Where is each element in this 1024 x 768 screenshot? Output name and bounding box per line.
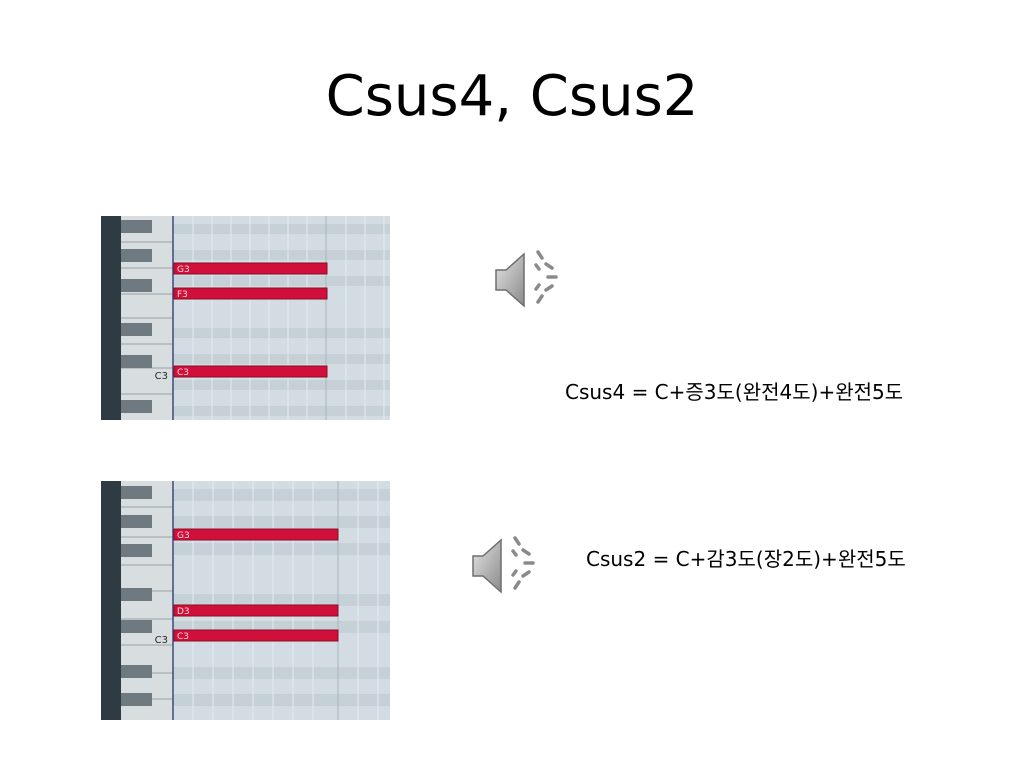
note-f3[interactable]: F3	[173, 287, 328, 300]
note-label: G3	[177, 265, 190, 275]
note-g3[interactable]: G3	[173, 528, 339, 541]
piano-roll-csus4[interactable]: C3 G3 F3 C3	[101, 216, 390, 420]
grid-lines	[192, 216, 385, 420]
row-label-c3: C3	[155, 635, 168, 646]
speaker-icon[interactable]	[492, 244, 564, 316]
note-c3[interactable]: C3	[173, 629, 339, 642]
note-c3[interactable]: C3	[173, 365, 328, 378]
note-label: F3	[177, 290, 188, 300]
note-label: C3	[177, 368, 189, 378]
formula-csus4: Csus4 = C+증3도(완전4도)+완전5도	[565, 380, 904, 404]
note-d3[interactable]: D3	[173, 604, 339, 617]
roll-left-strip	[101, 216, 121, 420]
piano-roll-canvas[interactable]: C3 G3 D3 C3	[101, 481, 390, 720]
grid-rows	[173, 489, 390, 706]
black-keys	[121, 486, 152, 706]
piano-roll-canvas[interactable]: C3 G3 F3 C3	[101, 216, 390, 420]
black-keys	[121, 220, 152, 413]
speaker-icon[interactable]	[469, 530, 541, 602]
slide-title: Csus4, Csus2	[325, 64, 699, 129]
note-label: D3	[177, 607, 190, 617]
row-label-c3: C3	[155, 371, 168, 382]
piano-roll-csus2[interactable]: C3 G3 D3 C3	[101, 481, 390, 720]
roll-left-strip	[101, 481, 121, 720]
note-label: G3	[177, 531, 190, 541]
grid-lines	[192, 481, 379, 720]
note-label: C3	[177, 632, 189, 642]
formula-csus2: Csus2 = C+감3도(장2도)+완전5도	[586, 547, 906, 571]
note-g3[interactable]: G3	[173, 262, 328, 275]
grid-rows	[173, 224, 390, 416]
